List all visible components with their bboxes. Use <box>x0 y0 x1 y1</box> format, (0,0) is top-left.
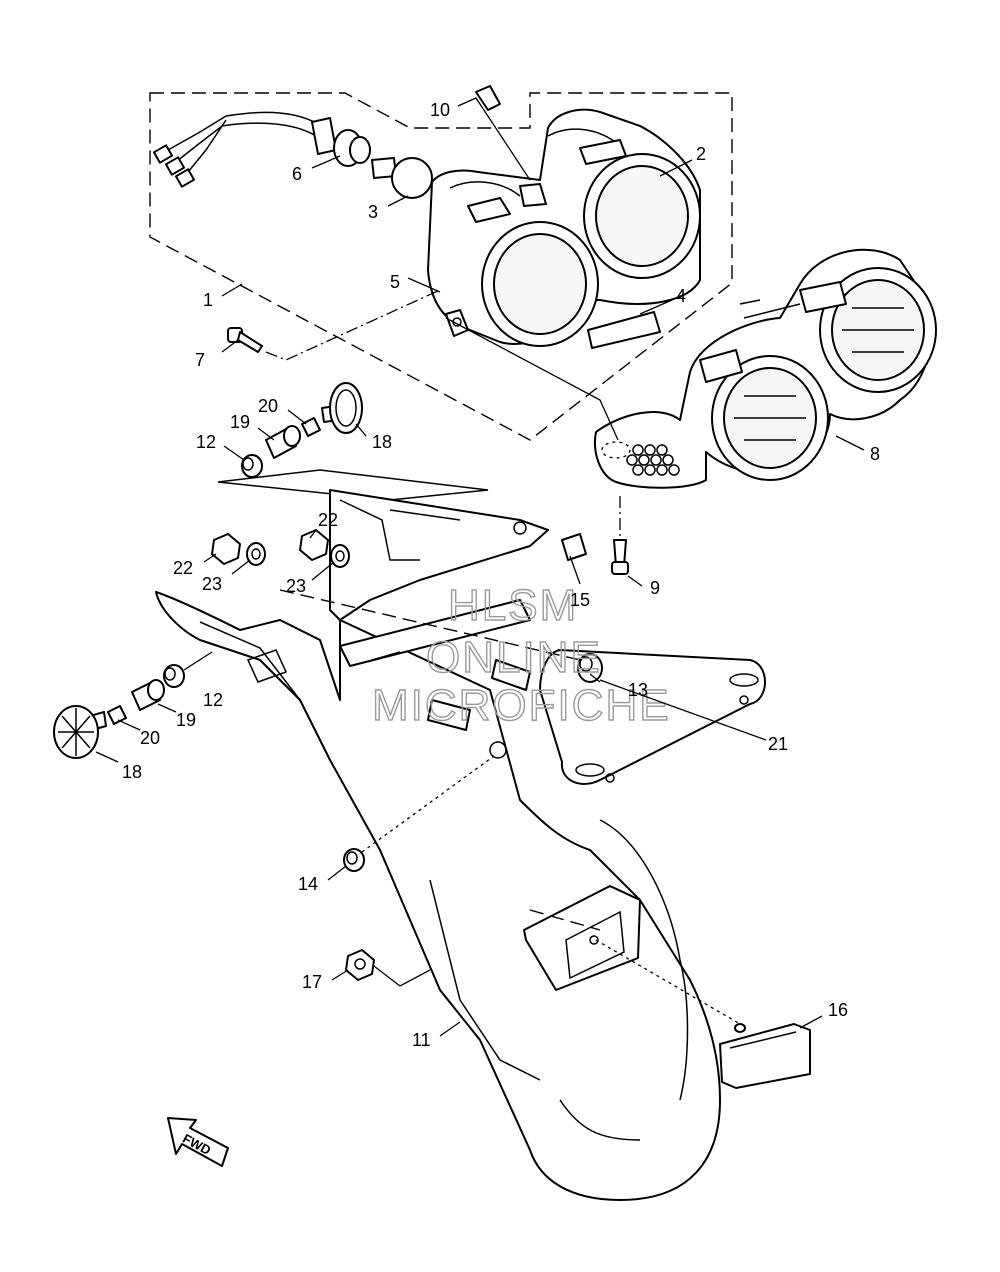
washer-23-right <box>330 544 350 568</box>
license-stay-21 <box>539 649 766 785</box>
callout-22-left: 22 <box>173 558 193 578</box>
bolt-19-lower <box>131 679 165 711</box>
callout-17: 17 <box>302 972 322 992</box>
fwd-arrow-icon: FWD <box>167 1117 229 1167</box>
callout-12-upper: 12 <box>196 432 216 452</box>
callout-9: 9 <box>650 578 660 598</box>
reflector-18-upper <box>321 382 363 434</box>
assembly-boundary <box>149 92 733 441</box>
watermark-line-1: HLSM <box>448 581 578 630</box>
clip-10 <box>475 85 501 111</box>
relation-line-lower <box>529 909 601 931</box>
reflector-cluster <box>626 444 680 476</box>
grommet-12-upper <box>241 454 263 478</box>
callout-20-lower: 20 <box>140 728 160 748</box>
watermark-line-3: MICROFICHE <box>372 681 671 730</box>
callout-6: 6 <box>292 164 302 184</box>
bulb <box>371 157 433 199</box>
callout-2: 2 <box>696 144 706 164</box>
fwd-label: FWD <box>180 1131 213 1158</box>
hole-14 <box>489 741 507 759</box>
callout-18-upper: 18 <box>372 432 392 452</box>
grommet-13 <box>577 653 603 683</box>
callout-3: 3 <box>368 202 378 222</box>
link-12-lower <box>183 651 213 671</box>
callout-11: 11 <box>412 1030 431 1050</box>
grommet-14 <box>343 848 365 872</box>
clip-15 <box>561 533 587 561</box>
washer-23-left <box>246 542 266 566</box>
reflector-18-lower <box>53 705 107 759</box>
callout-5: 5 <box>390 272 400 292</box>
callout-23-right: 23 <box>286 576 306 596</box>
callout-20-upper: 20 <box>258 396 278 416</box>
bulb-socket-harness <box>152 111 371 188</box>
callout-labels: 1 2 3 4 5 6 7 8 9 10 11 12 12 13 14 15 1… <box>122 100 880 1050</box>
callout-12-lower: 12 <box>203 690 223 710</box>
relation-line-upper <box>279 589 581 661</box>
dashed-guide-8 <box>445 317 619 441</box>
bolt-19-upper <box>265 425 301 459</box>
gasket-4 <box>587 311 661 349</box>
nut-22-left <box>211 533 241 565</box>
license-light-housing <box>523 885 641 991</box>
callout-8: 8 <box>870 444 880 464</box>
grommet-12-lower <box>163 664 185 688</box>
screw-7-line <box>265 289 441 361</box>
nut-20-upper <box>301 417 321 437</box>
screw-9 <box>611 496 629 575</box>
callout-10: 10 <box>430 100 450 120</box>
callout-19-lower: 19 <box>176 710 196 730</box>
screw-7 <box>227 327 263 353</box>
nut-20-lower <box>107 705 127 725</box>
tail-light-housing <box>427 108 701 347</box>
callout-22-right: 22 <box>318 510 338 530</box>
callout-4: 4 <box>676 286 686 306</box>
callout-1: 1 <box>203 290 213 310</box>
license-light-16 <box>719 1023 811 1089</box>
callout-18-lower: 18 <box>122 762 142 782</box>
link-17 <box>373 965 431 987</box>
watermark-line-2: ONLINE <box>426 633 602 682</box>
nut-17 <box>345 949 375 981</box>
lens-cover-8 <box>594 248 937 489</box>
callout-7: 7 <box>195 350 205 370</box>
callout-13: 13 <box>628 680 648 700</box>
callout-14: 14 <box>298 874 318 894</box>
leader-lines <box>95 97 865 1037</box>
callout-21: 21 <box>768 734 788 754</box>
nut-22-right <box>299 529 329 561</box>
callout-19-upper: 19 <box>230 412 250 432</box>
callout-16: 16 <box>828 1000 848 1020</box>
callout-15: 15 <box>570 590 590 610</box>
mounting-stay <box>329 489 549 731</box>
callout-23-left: 23 <box>202 574 222 594</box>
